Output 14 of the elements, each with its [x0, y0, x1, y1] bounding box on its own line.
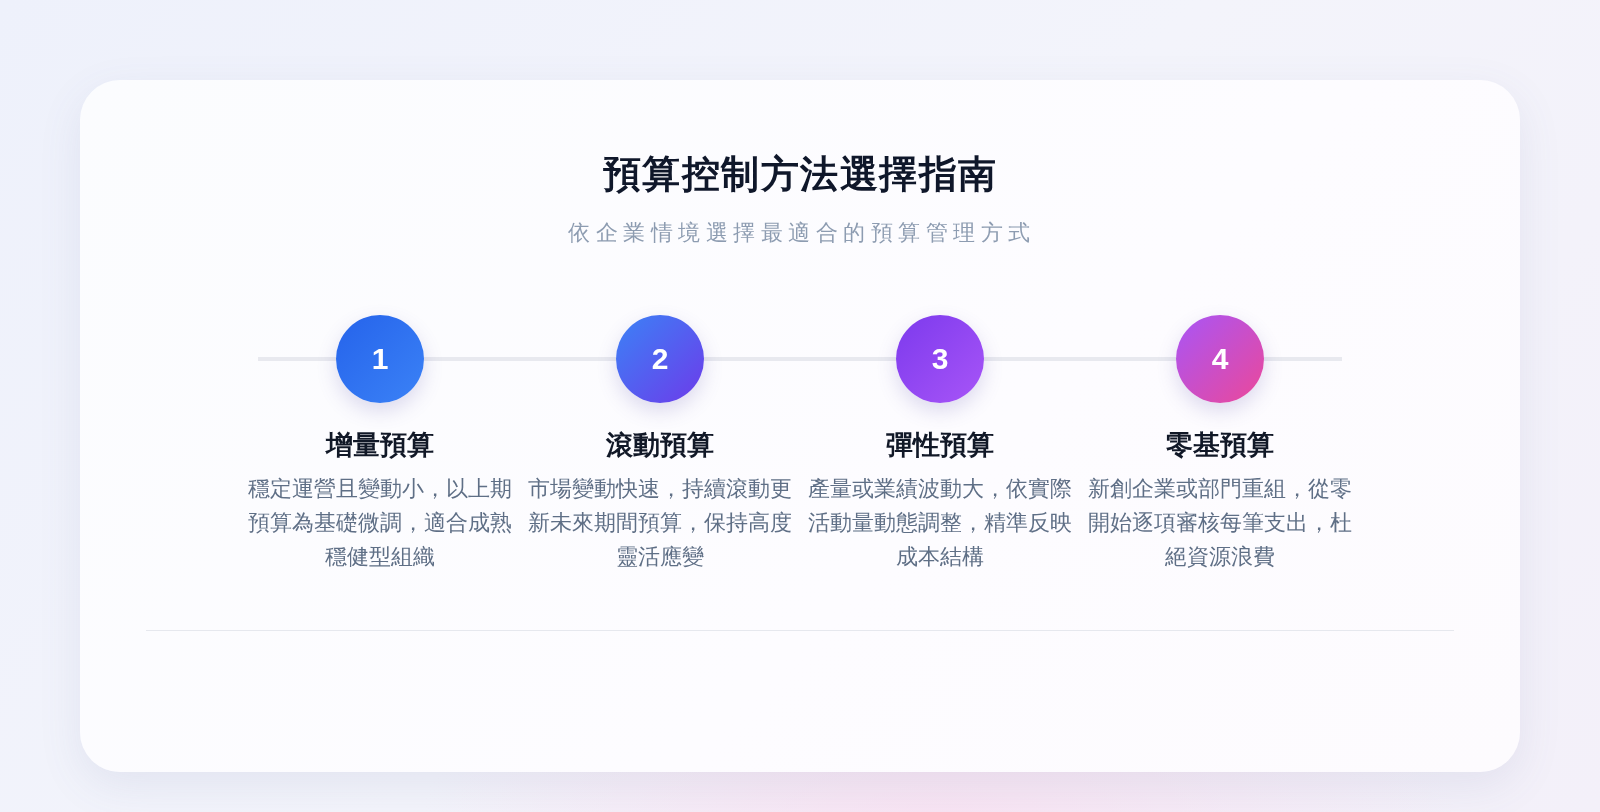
step-description: 產量或業績波動大，依實際活動量動態調整，精準反映成本結構	[807, 475, 1073, 571]
step-number: 4	[1211, 343, 1229, 375]
step-number: 2	[651, 343, 669, 375]
step-description: 市場變動快速，持續滾動更新未來期間預算，保持高度靈活應變	[527, 475, 793, 571]
step-description: 穩定運營且變動小，以上期預算為基礎微調，適合成熟穩健型組織	[247, 475, 513, 571]
title: 預算控制方法選擇指南	[602, 152, 998, 196]
step-title: 滾動預算	[606, 429, 714, 461]
step-title: 增量預算	[326, 429, 434, 461]
step-title: 彈性預算	[886, 429, 994, 461]
step-number: 3	[931, 343, 949, 375]
subtitle: 依企業情境選擇最適合的預算管理方式	[568, 219, 1036, 247]
step-description: 新創企業或部門重組，從零開始逐項審核每筆支出，杜絕資源浪費	[1087, 475, 1353, 571]
step-number: 1	[371, 343, 389, 375]
step-title: 零基預算	[1166, 429, 1274, 461]
